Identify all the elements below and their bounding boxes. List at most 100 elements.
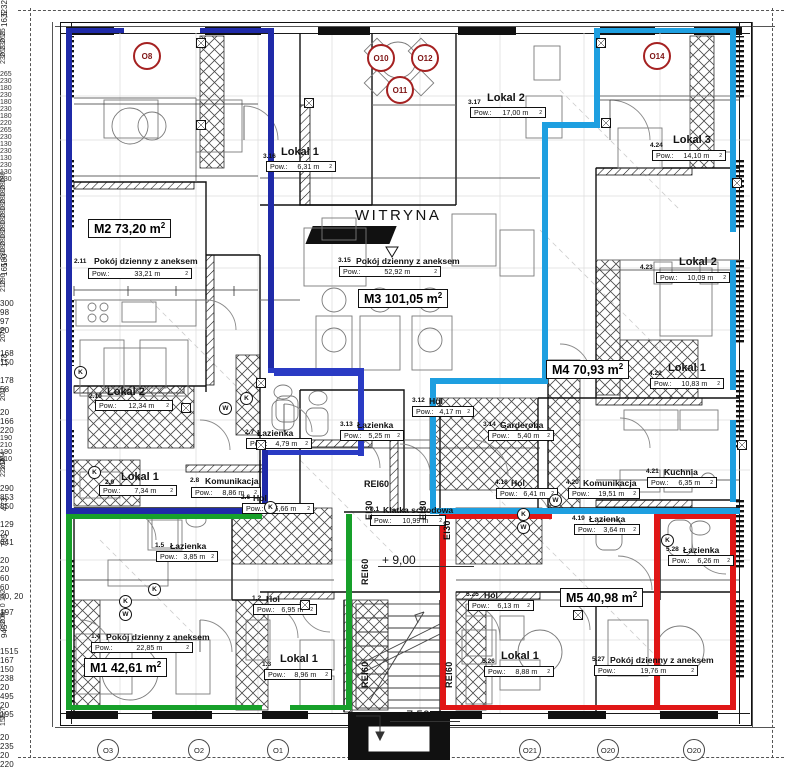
room-num-5-28: 5.28 xyxy=(666,546,679,553)
unit-boundary-m1-left xyxy=(66,514,72,710)
dim-right-230: 230 xyxy=(0,134,12,141)
pow-value-3-14: 5,40 m xyxy=(517,431,540,440)
unit-boundary-m2-top2 xyxy=(200,28,274,33)
dim-right-230c: 230 xyxy=(0,176,12,183)
unit-area-m1: 42,61 m xyxy=(110,661,157,676)
room-name-2-7: Łazienka xyxy=(257,428,294,438)
fixture-k-7: K xyxy=(88,466,101,479)
wall-symbol-3 xyxy=(596,38,606,48)
pow-value-2-9: 7,34 m xyxy=(134,486,157,495)
wall-symbol-2 xyxy=(196,120,206,130)
room-num-1-3: 1.3 xyxy=(262,661,272,668)
room-name-4-18: Hol xyxy=(511,478,525,488)
dim-i-20j: 20 xyxy=(0,733,10,742)
dim-i-58: 58 xyxy=(0,385,10,394)
axis-bottom-outer xyxy=(18,757,784,758)
window-tag-o10-label: O10 xyxy=(373,53,389,63)
unit-boundary-m4-topl xyxy=(600,28,736,33)
dim-i-853: 853 xyxy=(0,493,14,502)
room-num-3-16: 3.16 xyxy=(263,153,276,160)
room-num-1-2: 1.2 xyxy=(252,595,262,602)
window-tag-o12: O12 xyxy=(411,44,439,72)
unit-boundary-m5-top xyxy=(440,514,552,519)
dim-left-230b: 230 xyxy=(0,106,12,113)
dim-i-190: 190 xyxy=(0,435,13,442)
pow-label-0-1: Pow.: xyxy=(374,516,392,525)
dim-i-hp0n: hp 0 xyxy=(0,433,7,768)
room-num-2-6: 2.6 xyxy=(241,494,251,501)
dim-i-20e: 20 xyxy=(0,529,10,538)
pow-label-4-18: Pow.: xyxy=(500,489,518,498)
unit-boundary-m4-h1 xyxy=(542,122,600,128)
dim-i-167: 167 xyxy=(0,656,14,665)
pow-value-4-20: 19,51 m xyxy=(598,489,625,498)
axis-bubble-o21-label: O21 xyxy=(522,745,538,755)
pow-value-3-16: 6,31 m xyxy=(297,162,320,171)
room-name-1-5: Łazienka xyxy=(170,541,207,551)
wall-symbol-6 xyxy=(256,440,266,450)
room-name-3-16: Lokal 1 xyxy=(281,146,319,158)
unit-boundary-m1-bot2 xyxy=(290,705,352,710)
pow-value-2-7: 4,79 m xyxy=(275,439,298,448)
dim-i-20f: 20 xyxy=(0,556,10,565)
pow-value-1-3: 8,96 m xyxy=(294,670,317,679)
axis-bubble-o20a: O20 xyxy=(597,739,619,761)
dim-i-20k: 20 xyxy=(0,751,10,760)
dim-i-300: 300 xyxy=(0,299,14,308)
fire-label-rei60-c: REI60 xyxy=(360,661,370,688)
dim-i-20g: 20 xyxy=(0,565,10,574)
unit-boundary-m2-left xyxy=(66,28,72,518)
fixture-k-8: K xyxy=(264,501,277,514)
pow-value-4-22: 10,83 m xyxy=(681,379,708,388)
room-num-2-8: 2.8 xyxy=(190,477,200,484)
dim-i-20h: 20 xyxy=(0,683,10,692)
room-num-4-23: 4.23 xyxy=(640,264,653,271)
dim-i-178b: 178 xyxy=(0,376,14,385)
pow-label-5-28: Pow.: xyxy=(672,556,690,565)
unit-boundary-m4-right xyxy=(730,28,736,180)
room-num-5-26: 5.26 xyxy=(482,658,495,665)
pow-value-2-11: 33,21 m xyxy=(134,269,161,278)
dim-right-265: 265 xyxy=(0,127,12,134)
room-num-4-21: 4.21 xyxy=(646,468,659,475)
room-num-4-18: 4.18 xyxy=(495,479,508,486)
pow-value-2-8: 8,86 m xyxy=(222,488,245,497)
pow-value-3-12: 4,17 m xyxy=(439,407,462,416)
pow-label-1-5: Pow.: xyxy=(160,552,178,561)
dim-i-60: 60 xyxy=(0,574,10,583)
room-num-0-1: 0.1 xyxy=(370,506,380,513)
wall-symbol-1 xyxy=(196,38,206,48)
unit-label-m2: M2 73,20 m2 xyxy=(88,219,172,239)
wall-symbol-7 xyxy=(181,403,191,413)
fixture-k-3: K xyxy=(148,583,161,596)
pow-label-3-16: Pow.: xyxy=(270,162,288,171)
dim-i-129: 129 xyxy=(0,520,14,529)
unit-label-m4: M4 70,93 m2 xyxy=(546,360,630,380)
wall-symbol-10 xyxy=(300,600,310,610)
unit-code-m5: M5 xyxy=(566,591,584,606)
room-num-4-22: 4.22 xyxy=(649,370,662,377)
dim-i-641: 641 xyxy=(0,538,14,547)
pow-label-3-12: Pow.: xyxy=(416,407,434,416)
unit-area-m2: 73,20 m xyxy=(114,222,161,237)
unit-boundary-m5-v2 xyxy=(730,514,736,710)
dim-i-290b: 290 xyxy=(0,484,14,493)
axis-bubble-o3: O3 xyxy=(97,739,119,761)
pow-label-3-13: Pow.: xyxy=(344,431,362,440)
room-name-4-21: Kuchnia xyxy=(664,467,698,477)
window-tag-o8: O8 xyxy=(133,42,161,70)
fire-label-ei30-c: EI30 xyxy=(442,520,452,540)
level-mark-lower-line xyxy=(390,721,460,722)
dim-line-top xyxy=(55,26,775,27)
window-tag-o11-label: O11 xyxy=(392,85,408,95)
room-num-4-24: 4.24 xyxy=(650,142,663,149)
unit-boundary-m3-a xyxy=(274,372,364,376)
room-name-1-3: Lokal 1 xyxy=(280,653,318,665)
pow-label-2-10: Pow.: xyxy=(99,401,117,410)
pow-label-2-9: Pow.: xyxy=(103,486,121,495)
